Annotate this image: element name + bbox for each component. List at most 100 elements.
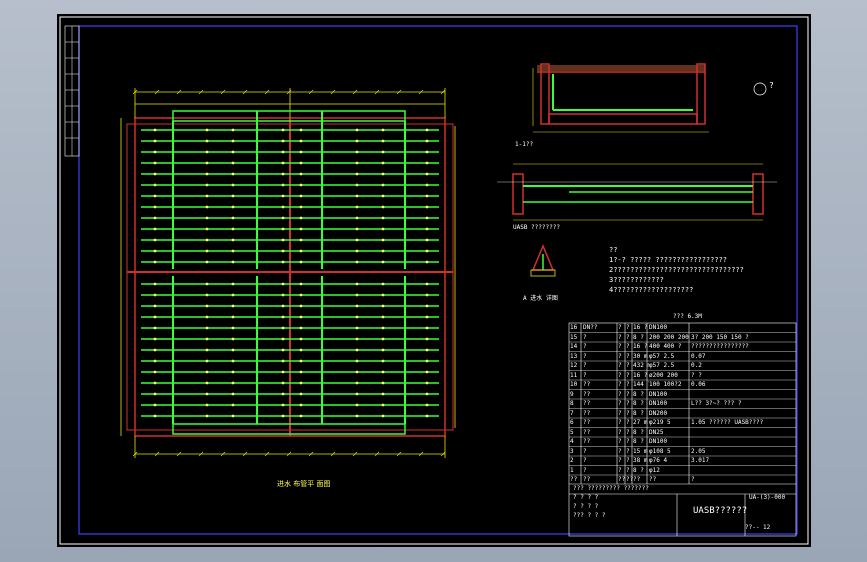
nozzle [205, 304, 209, 308]
table-cell: 27 m [633, 419, 648, 426]
nozzle [425, 370, 429, 374]
nozzle [281, 194, 285, 198]
table-cell: DN25 [649, 428, 664, 436]
table-cell: ? [583, 457, 587, 464]
nozzle [153, 172, 157, 176]
nozzle [231, 304, 235, 308]
table-cell: ? [618, 381, 622, 388]
nozzle [299, 150, 303, 154]
nozzle [355, 315, 359, 319]
table-cell: ?? [583, 409, 591, 417]
nozzle [355, 183, 359, 187]
dimension-ticks [132, 89, 446, 457]
nozzle [355, 293, 359, 297]
nozzle [381, 304, 385, 308]
nozzle [355, 381, 359, 385]
table-row: ????????????? [569, 475, 796, 485]
nozzle [205, 326, 209, 330]
table-cell: ? [626, 343, 630, 350]
nozzle [205, 282, 209, 286]
nozzle [205, 315, 209, 319]
dim-tick [308, 451, 314, 457]
nozzle [231, 260, 235, 264]
dim-tick [264, 451, 270, 457]
table-cell: DN?? [583, 324, 598, 331]
nozzle [355, 205, 359, 209]
table-cell: ?? [583, 400, 591, 407]
nozzle [425, 139, 429, 143]
nozzle [281, 359, 285, 363]
nozzle [281, 161, 285, 165]
table-cell: ? [626, 409, 630, 417]
nozzle [355, 260, 359, 264]
nozzle [231, 282, 235, 286]
nozzle [381, 348, 385, 352]
table-cell: ? [626, 428, 630, 436]
dim-tick [154, 451, 160, 457]
nozzle [299, 337, 303, 341]
table-cell: φ108 5 [649, 447, 671, 455]
nozzle [153, 139, 157, 143]
table-cell: 200 200 200 [649, 333, 689, 341]
lateral-pipes [141, 129, 439, 417]
nozzle [425, 381, 429, 385]
table-cell: 13 [570, 352, 578, 360]
nozzle [281, 249, 285, 253]
dim-tick [198, 451, 204, 457]
nozzle [355, 128, 359, 132]
nozzle [425, 293, 429, 297]
materials-table-grid [568, 322, 797, 537]
nozzle [299, 249, 303, 253]
nozzle [299, 238, 303, 242]
table-cell: 3? 200 150 150 ? [691, 333, 749, 341]
nozzle [231, 183, 235, 187]
dim-tick [374, 451, 380, 457]
nozzle [153, 315, 157, 319]
table-row: 4????8 ?DN100 [569, 437, 796, 447]
nozzle [153, 293, 157, 297]
table-cell: ? [626, 400, 630, 407]
nozzle [425, 172, 429, 176]
nozzle [205, 183, 209, 187]
table-cell: 3 [570, 447, 574, 455]
dim-tick [418, 451, 424, 457]
drawing-canvas [59, 16, 809, 545]
plan-title: 进水 布管平 面图 [277, 480, 331, 488]
nozzle [355, 227, 359, 231]
margin-strip-lines [65, 26, 79, 156]
nozzle [231, 370, 235, 374]
nozzle [153, 326, 157, 330]
nozzle [281, 205, 285, 209]
table-cell: 16 ? [633, 371, 648, 379]
table-cell: 8 ? [633, 466, 644, 474]
nozzle [425, 403, 429, 407]
table-cell: ? [626, 381, 630, 388]
table-cell: ? [618, 324, 622, 331]
nozzle [231, 403, 235, 407]
dim-tick [330, 89, 336, 95]
detail-title: UASB ???????? [513, 224, 560, 231]
table-cell: ? [626, 362, 630, 369]
nozzle [425, 304, 429, 308]
drawing-title: UASB?????? [693, 506, 748, 516]
table-cell: 7 [570, 409, 574, 417]
nozzle [281, 414, 285, 418]
table-cell: ? [618, 343, 622, 350]
dim-tick [132, 89, 138, 95]
table-cell: ? [583, 333, 587, 341]
nozzle [299, 403, 303, 407]
nozzle [281, 403, 285, 407]
nozzle [281, 128, 285, 132]
dim-tick [242, 89, 248, 95]
nozzle-marks [153, 128, 429, 418]
nozzle [381, 403, 385, 407]
nozzle [205, 249, 209, 253]
table-cell: ? [583, 362, 587, 369]
table-cell: ? [618, 428, 622, 436]
nozzle [381, 326, 385, 330]
nozzle [381, 370, 385, 374]
nozzle [231, 161, 235, 165]
